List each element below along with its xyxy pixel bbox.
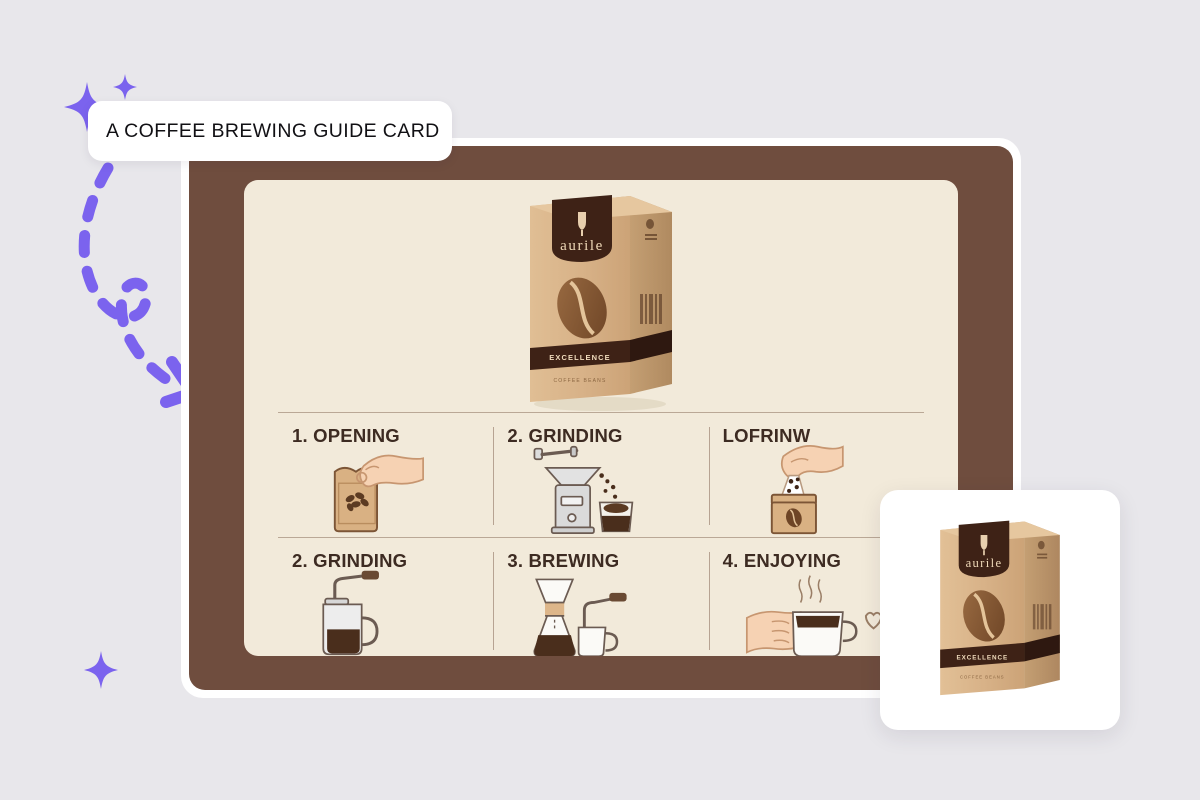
product-thumbnail-card[interactable]: aurile EXCELLENCE COFFEE BEANS bbox=[880, 490, 1120, 730]
french-press-icon bbox=[306, 566, 431, 656]
svg-text:aurile: aurile bbox=[966, 556, 1003, 570]
step-label: LOFRINW bbox=[722, 425, 811, 446]
step-label: 4. ENJOYING bbox=[722, 550, 842, 571]
svg-text:COFFEE BEANS: COFFEE BEANS bbox=[553, 378, 606, 384]
steps-row-2: 2. GRINDING bbox=[278, 538, 924, 656]
sparkle-icon-bottom bbox=[84, 651, 118, 689]
brewing-guide-card: aurile EXCELLENCE COFFEE BEANS bbox=[181, 138, 1021, 698]
card-inner-surface: aurile EXCELLENCE COFFEE BEANS bbox=[244, 180, 958, 656]
svg-text:EXCELLENCE: EXCELLENCE bbox=[549, 353, 610, 362]
sparkle-icon-small bbox=[113, 74, 137, 100]
hand-pouring-into-bag-icon bbox=[743, 441, 868, 537]
product-band-label-text: EXCELLENCE bbox=[0, 0, 1, 1]
divider-top bbox=[278, 412, 924, 413]
hand-holding-mug-icon bbox=[743, 566, 887, 656]
divider-middle bbox=[278, 537, 924, 538]
svg-text:aurile: aurile bbox=[560, 238, 604, 254]
steps-row-1: 1. OPENING bbox=[278, 413, 924, 537]
step-lofrinw[interactable]: LOFRINW bbox=[708, 413, 924, 537]
step-grinding-row1[interactable]: 2. GRINDING bbox=[493, 413, 708, 537]
step-opening[interactable]: 1. OPENING bbox=[278, 413, 493, 537]
step-brewing[interactable]: 3. BREWING bbox=[493, 538, 708, 656]
svg-text:EXCELLENCE: EXCELLENCE bbox=[956, 655, 1008, 662]
step-label: 1. OPENING bbox=[292, 425, 400, 446]
product-subtitle-text: COFFEE BEANS bbox=[0, 0, 1, 1]
coffee-grinder-icon bbox=[521, 441, 646, 537]
sparkle-icon-large bbox=[64, 82, 110, 132]
svg-text:COFFEE BEANS: COFFEE BEANS bbox=[960, 674, 1005, 679]
product-brand-text: aurile bbox=[0, 0, 1, 1]
pour-over-chemex-icon bbox=[521, 566, 646, 656]
step-grinding-row2[interactable]: 2. GRINDING bbox=[278, 538, 493, 656]
step-enjoying[interactable]: 4. ENJOYING bbox=[708, 538, 924, 656]
step-label: 2. GRINDING bbox=[292, 550, 408, 571]
card-brown-frame: aurile EXCELLENCE COFFEE BEANS bbox=[189, 146, 1013, 690]
caption-pill: A COFFEE BREWING GUIDE CARD bbox=[88, 101, 452, 161]
coffee-box-thumbnail-illustration: aurile EXCELLENCE COFFEE BEANS bbox=[940, 520, 1060, 696]
step-label: 2. GRINDING bbox=[507, 425, 623, 446]
caption-text: A COFFEE BREWING GUIDE CARD bbox=[106, 119, 440, 142]
hero-product-image: aurile EXCELLENCE COFFEE BEANS bbox=[278, 180, 924, 412]
coffee-box-illustration: aurile EXCELLENCE COFFEE BEANS bbox=[530, 195, 672, 411]
step-label: 3. BREWING bbox=[507, 550, 620, 571]
hand-opening-coffee-bag-icon bbox=[306, 441, 431, 537]
